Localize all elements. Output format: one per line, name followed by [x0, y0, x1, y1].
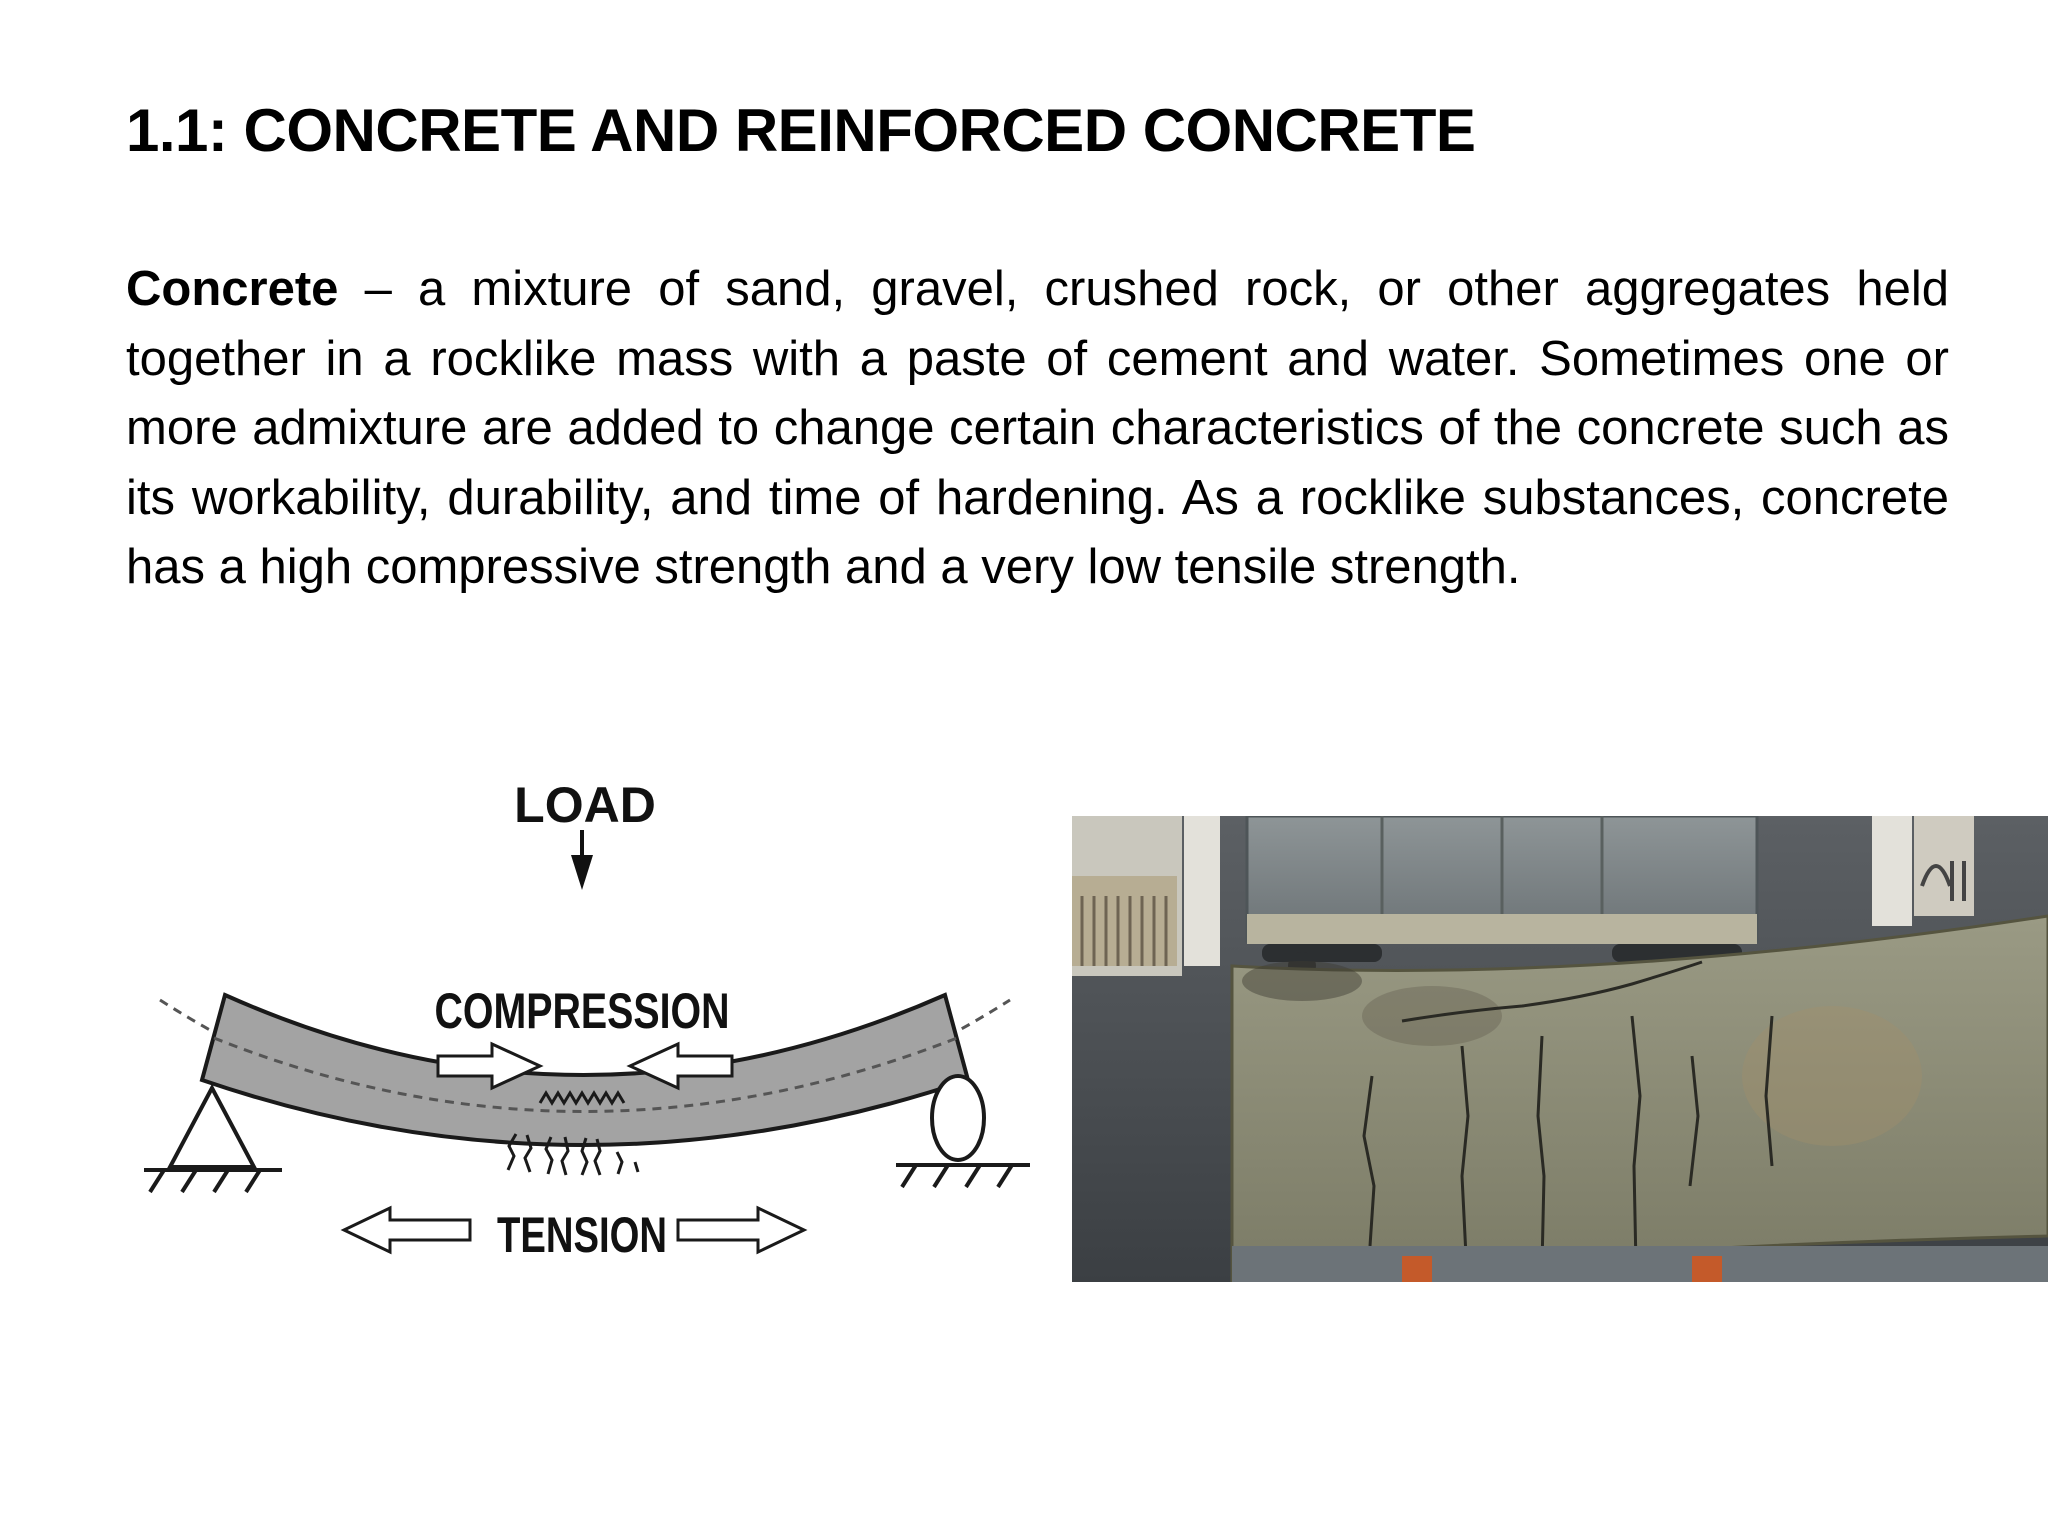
compression-label: COMPRESSION — [435, 983, 730, 1039]
roller-support — [896, 1074, 1030, 1189]
definition-text: – a mixture of sand, gravel, crushed roc… — [126, 262, 1949, 594]
tension-arrow-right-icon — [676, 1205, 808, 1255]
slide-title: 1.1: CONCRETE AND REINFORCED CONCRETE — [126, 97, 1476, 164]
tension-arrow-left-icon — [340, 1205, 472, 1255]
definition-paragraph: Concrete – a mixture of sand, gravel, cr… — [126, 255, 1949, 603]
tension-cracks — [506, 1133, 640, 1176]
cracked-beam-photo — [1072, 816, 2048, 1282]
load-label: LOAD — [514, 777, 656, 833]
load-arrow-icon — [571, 830, 593, 890]
compression-arrow-right-icon — [436, 1041, 544, 1091]
definition-term: Concrete — [126, 262, 339, 316]
tension-label: TENSION — [497, 1207, 667, 1263]
compression-arrow-left-icon — [626, 1041, 734, 1091]
crushing-zone — [538, 1090, 626, 1106]
flexural-cracks — [1362, 960, 1774, 1267]
beam-bending-diagram: LOAD COMPRESSION — [130, 760, 1050, 1280]
pin-support — [144, 1083, 282, 1194]
